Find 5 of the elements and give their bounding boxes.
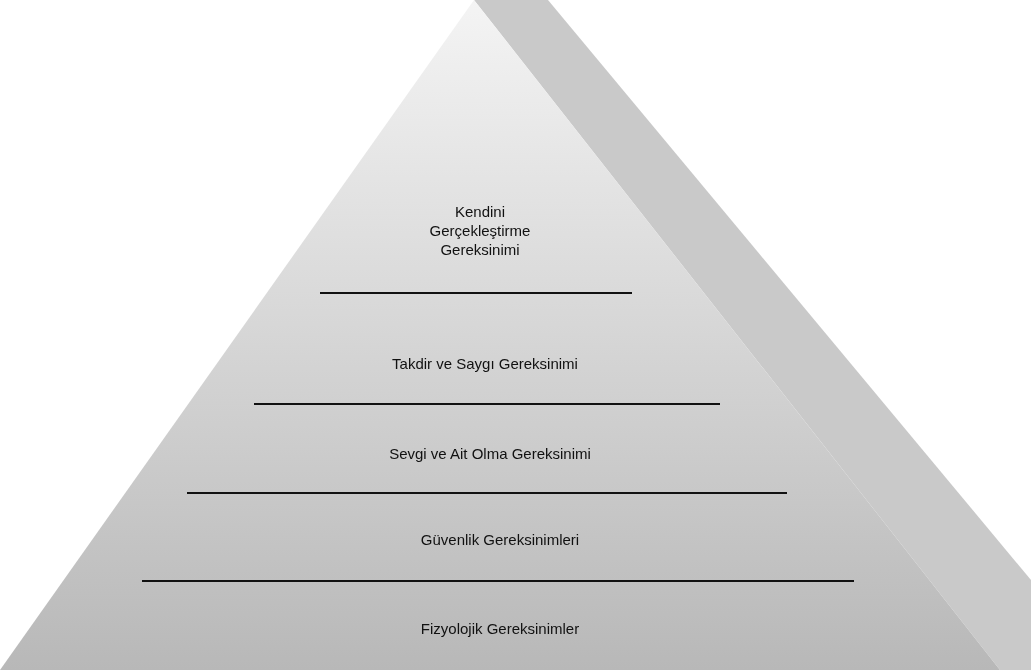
level-label: Sevgi ve Ait Olma Gereksinimi: [389, 443, 591, 463]
level-label: Kendini Gerçekleştirme Gereksinimi: [428, 201, 532, 259]
level-label: Güvenlik Gereksinimleri: [420, 529, 580, 549]
level-label: Fizyolojik Gereksinimler: [420, 618, 580, 638]
level-label: Takdir ve Saygı Gereksinimi: [392, 353, 578, 373]
